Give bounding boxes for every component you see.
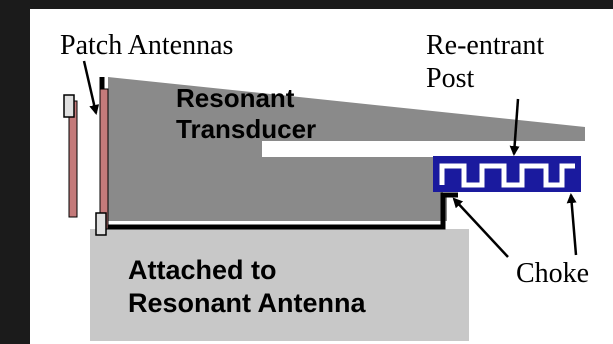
diagram-svg: Patch Antennas Re-entrant Post Resonant … bbox=[60, 30, 589, 341]
choke-meander bbox=[439, 163, 575, 188]
patch-antenna-left bbox=[68, 100, 78, 218]
patch-antennas-arrow bbox=[82, 60, 100, 115]
attached-antenna-block bbox=[90, 229, 469, 341]
patch-connector-top bbox=[63, 94, 75, 118]
choke-arrow-left bbox=[452, 197, 509, 258]
attached-label: Attached to bbox=[128, 255, 277, 285]
patch-connector-bottom bbox=[95, 212, 107, 236]
resonant-label: Resonant bbox=[176, 83, 295, 113]
re-entrant-post-arrow bbox=[509, 98, 520, 156]
post-label: Post bbox=[426, 63, 474, 94]
diagram-canvas: Patch Antennas Re-entrant Post Resonant … bbox=[30, 9, 613, 344]
transducer-label: Transducer bbox=[176, 114, 316, 144]
patch-antenna-right bbox=[99, 88, 109, 230]
choke-label: Choke bbox=[516, 258, 589, 289]
resonant-transducer-body bbox=[108, 77, 585, 221]
patch-antennas-label: Patch Antennas bbox=[60, 30, 233, 61]
re-entrant-label: Re-entrant bbox=[426, 30, 544, 61]
choke-arrow-right bbox=[566, 193, 578, 256]
resonant-antenna-label: Resonant Antenna bbox=[128, 288, 366, 318]
